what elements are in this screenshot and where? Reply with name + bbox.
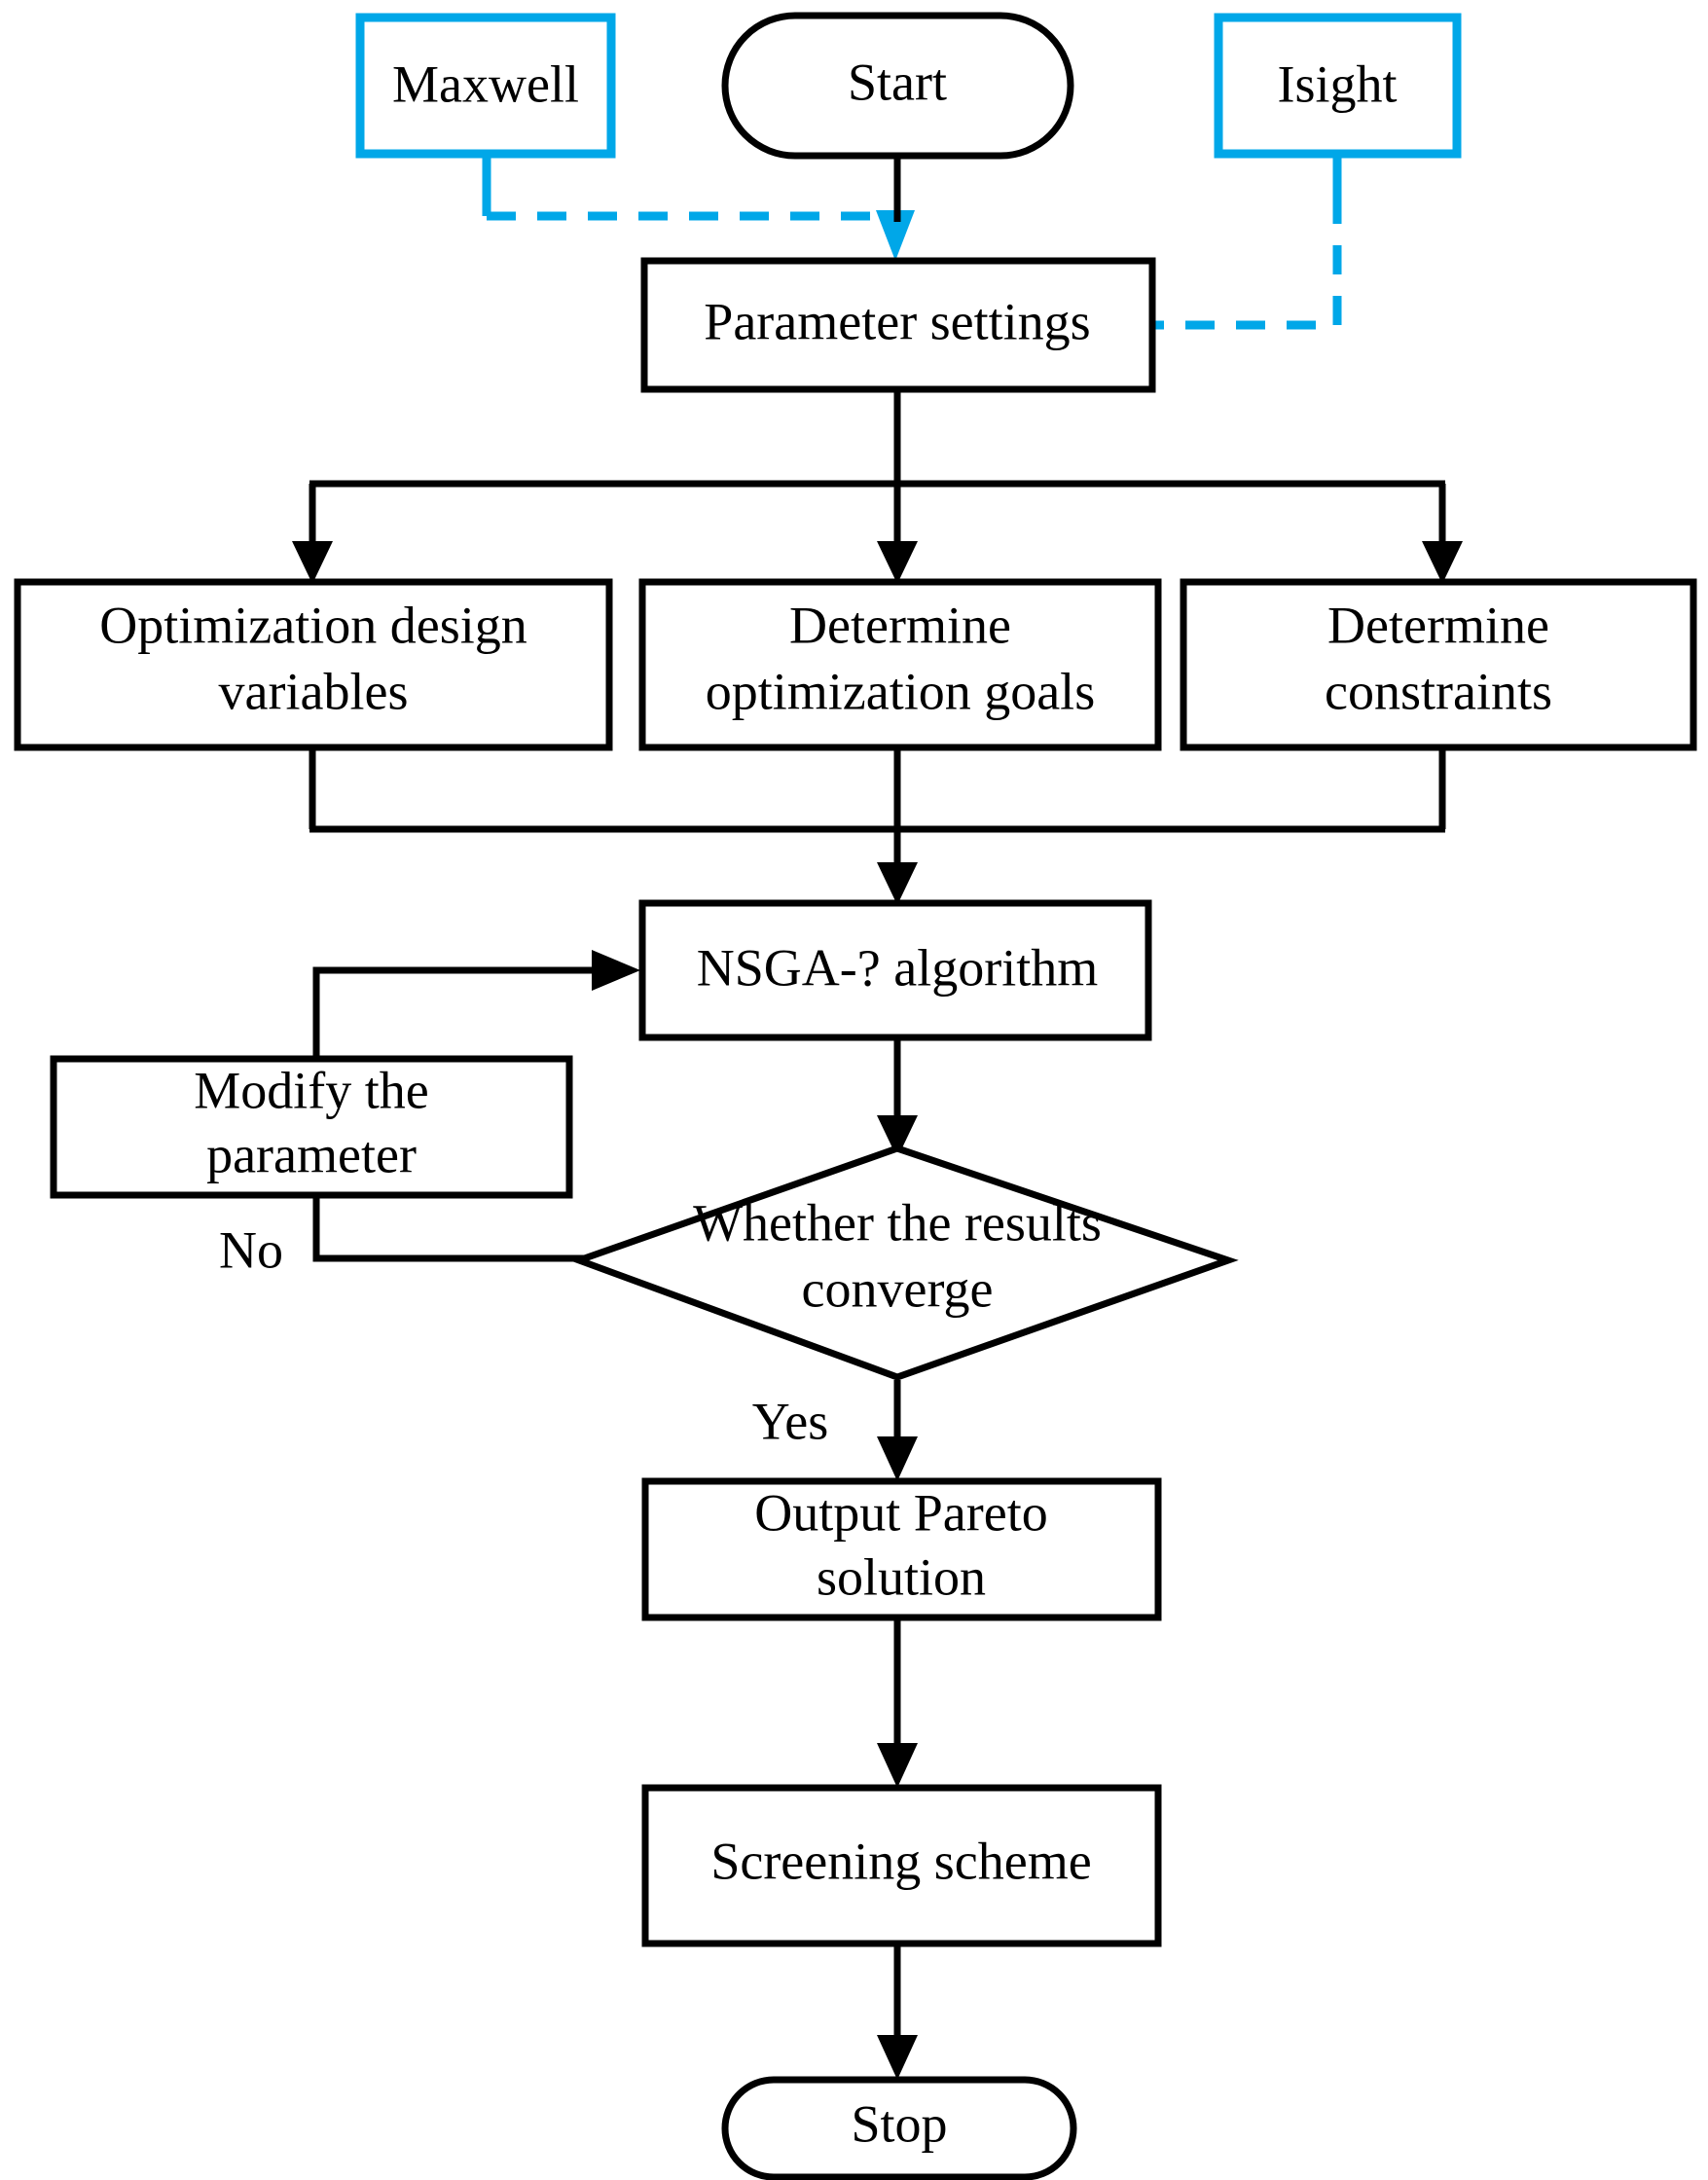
node-output-pareto-solution[interactable]: Output Pareto solution xyxy=(641,1477,1162,1621)
arrowhead-constraints xyxy=(1422,541,1463,584)
optimization-design-variables-box[interactable] xyxy=(14,578,613,751)
node-start[interactable]: Start xyxy=(721,12,1074,160)
node-determine-constraints[interactable]: Determine constraints xyxy=(1180,578,1697,751)
screening-scheme-label: Screening scheme xyxy=(710,1832,1091,1890)
optimization-design-variables-label-line2: variables xyxy=(219,662,409,720)
node-stop[interactable]: Stop xyxy=(721,2076,1077,2180)
node-parameter-settings[interactable]: Parameter settings xyxy=(640,257,1156,393)
edge-isight-to-parameter xyxy=(1002,195,1342,330)
stop-label: Stop xyxy=(851,2094,947,2153)
nsga-algorithm-box[interactable] xyxy=(638,899,1152,1041)
output-pareto-solution-box[interactable] xyxy=(641,1477,1162,1621)
arrowhead-screening xyxy=(877,1743,918,1788)
edge-label-yes: Yes xyxy=(752,1392,829,1450)
output-pareto-solution-label-line1: Output Pareto xyxy=(754,1483,1047,1542)
arrowhead-pareto xyxy=(877,1436,918,1481)
decision-diamond[interactable] xyxy=(568,1144,1239,1381)
arrowhead-nsga-top xyxy=(877,862,918,905)
parameter-settings-box[interactable] xyxy=(640,257,1156,393)
arrowhead-stop xyxy=(877,2035,918,2080)
determine-constraints-box[interactable] xyxy=(1180,578,1697,751)
maxwell-label: Maxwell xyxy=(392,54,579,113)
start-label: Start xyxy=(848,53,947,111)
screening-scheme-box[interactable] xyxy=(641,1784,1162,1947)
determine-constraints-label-line1: Determine xyxy=(1327,596,1549,654)
node-nsga-algorithm[interactable]: NSGA-? algorithm xyxy=(638,899,1152,1041)
nsga-algorithm-label: NSGA-? algorithm xyxy=(697,938,1098,997)
node-decision-whether-results-converge[interactable]: Whether the results converge xyxy=(568,1144,1239,1381)
arrowhead-maxwell xyxy=(876,210,915,261)
output-pareto-solution-label-line2: solution xyxy=(817,1547,986,1606)
decision-label-line1: Whether the results xyxy=(693,1193,1102,1252)
node-maxwell[interactable]: Maxwell xyxy=(355,13,616,159)
modify-the-parameter-label-line2: parameter xyxy=(206,1125,417,1183)
arrowhead-variables xyxy=(292,541,333,584)
isight-box[interactable] xyxy=(1214,13,1462,159)
parameter-settings-label: Parameter settings xyxy=(704,292,1090,350)
node-optimization-design-variables[interactable]: Optimization design variables xyxy=(14,578,613,751)
optimization-design-variables-label-line1: Optimization design xyxy=(99,596,527,654)
maxwell-box[interactable] xyxy=(355,13,616,159)
determine-optimization-goals-box[interactable] xyxy=(638,578,1162,751)
start-shape[interactable] xyxy=(721,12,1074,160)
node-modify-the-parameter[interactable]: Modify the parameter xyxy=(50,1055,573,1199)
node-screening-scheme[interactable]: Screening scheme xyxy=(641,1784,1162,1947)
determine-optimization-goals-label-line2: optimization goals xyxy=(706,662,1095,720)
node-isight[interactable]: Isight xyxy=(1214,13,1462,159)
modify-the-parameter-label-line1: Modify the xyxy=(194,1061,428,1119)
arrowhead-nsga-left xyxy=(592,950,640,991)
arrowhead-goals xyxy=(877,541,918,584)
determine-optimization-goals-label-line1: Determine xyxy=(789,596,1011,654)
modify-the-parameter-box[interactable] xyxy=(50,1055,573,1199)
node-determine-optimization-goals[interactable]: Determine optimization goals xyxy=(638,578,1162,751)
isight-label: Isight xyxy=(1277,54,1397,113)
stop-shape[interactable] xyxy=(721,2076,1077,2180)
arrowhead-decision xyxy=(877,1115,918,1158)
determine-constraints-label-line2: constraints xyxy=(1325,662,1552,720)
edge-label-no: No xyxy=(219,1220,283,1279)
decision-label-line2: converge xyxy=(802,1259,994,1318)
